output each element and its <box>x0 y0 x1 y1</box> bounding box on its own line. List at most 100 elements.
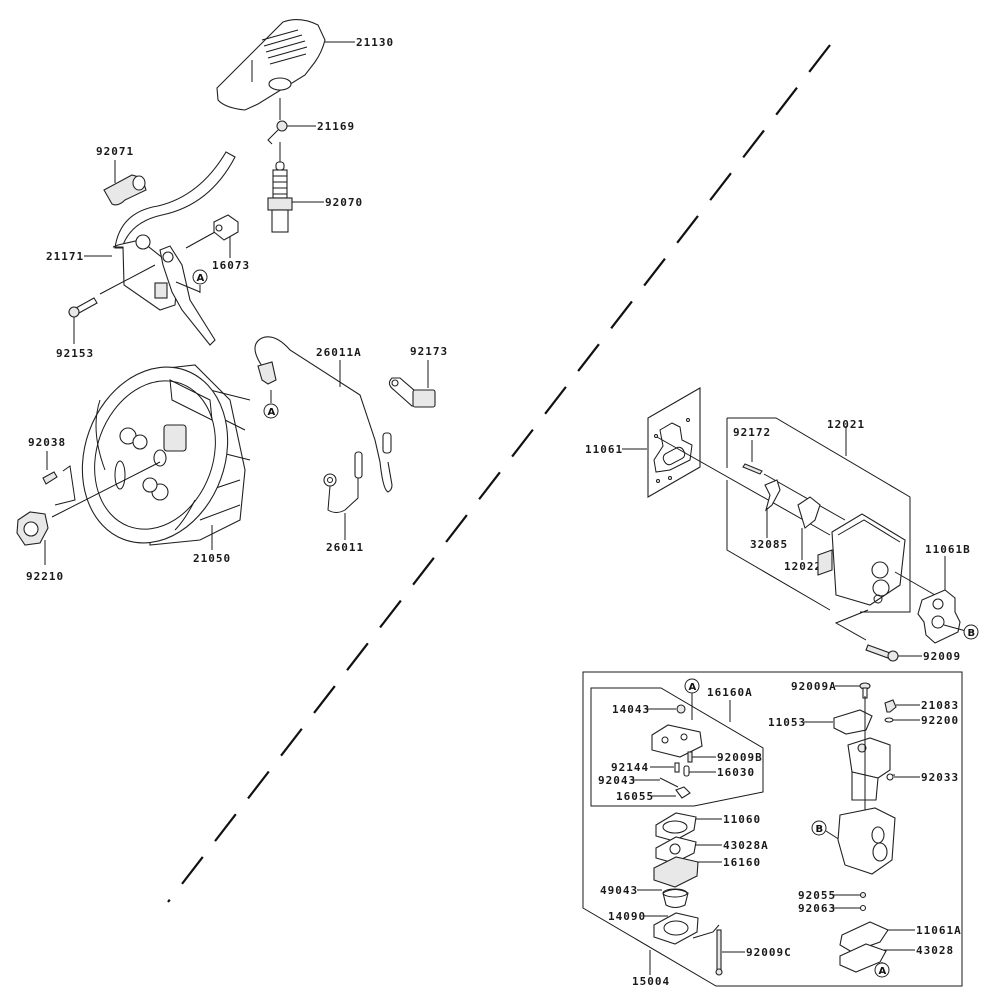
part-21130-plug-cap[interactable] <box>216 19 326 111</box>
label-12021: 12021 <box>827 418 865 431</box>
part-32085-bracket[interactable] <box>764 479 781 512</box>
part-21169-terminal[interactable] <box>267 120 288 145</box>
label-92153: 92153 <box>56 347 94 360</box>
label-21083: 21083 <box>921 699 959 712</box>
part-43028A-gasket[interactable] <box>655 836 697 864</box>
part-49043-cup[interactable] <box>662 888 689 909</box>
label-92009C: 92009C <box>746 946 792 959</box>
label-92009B: 92009B <box>717 751 763 764</box>
pump-subassembly-outline <box>590 687 764 807</box>
label-21171: 21171 <box>46 250 84 263</box>
part-11060-diaphragm[interactable] <box>655 812 697 842</box>
part-16073-collar[interactable] <box>213 214 239 241</box>
ref-marker-a-pump: A <box>684 678 700 694</box>
svg-text:B: B <box>816 824 824 835</box>
part-92055-nut[interactable] <box>859 891 867 899</box>
part-92063-washer[interactable] <box>859 904 867 912</box>
part-11061-gasket[interactable] <box>647 387 701 498</box>
carburetor-outline <box>582 671 963 987</box>
label-49043: 49043 <box>600 884 638 897</box>
label-92070: 92070 <box>325 196 363 209</box>
part-92144-spring[interactable] <box>674 762 680 773</box>
part-11061B-gasket[interactable] <box>917 589 961 644</box>
label-92009A: 92009A <box>791 680 837 693</box>
label-92210: 92210 <box>26 570 64 583</box>
part-carburetor-lower-body[interactable] <box>837 807 896 875</box>
label-92144: 92144 <box>611 761 649 774</box>
label-92063: 92063 <box>798 902 836 915</box>
part-92210-nut[interactable] <box>16 511 49 546</box>
part-cylinder-block[interactable] <box>817 513 906 606</box>
label-92200: 92200 <box>921 714 959 727</box>
label-11060: 11060 <box>723 813 761 826</box>
label-92043: 92043 <box>598 774 636 787</box>
part-11053-throttle-lever[interactable] <box>833 709 873 735</box>
label-21169: 21169 <box>317 120 355 133</box>
label-92173: 92173 <box>410 345 448 358</box>
label-26011A: 26011A <box>316 346 362 359</box>
label-16160A: 16160A <box>707 686 753 699</box>
part-21171-ignition-coil[interactable] <box>112 151 236 346</box>
part-92033-clip[interactable] <box>886 773 894 781</box>
divider-dashed-line <box>167 44 831 903</box>
label-92071: 92071 <box>96 145 134 158</box>
label-16055: 16055 <box>616 790 654 803</box>
ref-marker-a-carb: A <box>874 962 890 978</box>
part-11061A-gasket[interactable] <box>839 921 889 953</box>
part-92200-washer[interactable] <box>884 717 894 723</box>
part-43028-diaphragm[interactable] <box>839 943 887 973</box>
label-92033: 92033 <box>921 771 959 784</box>
label-21050: 21050 <box>193 552 231 565</box>
part-92009B-screw[interactable] <box>687 751 693 763</box>
label-11061B: 11061B <box>925 543 971 556</box>
label-16160: 16160 <box>723 856 761 869</box>
part-92009C-screw[interactable] <box>715 929 723 976</box>
svg-text:B: B <box>968 628 976 639</box>
label-26011: 26011 <box>326 541 364 554</box>
ref-marker-a-lead: A <box>263 403 279 419</box>
label-16030: 16030 <box>717 766 755 779</box>
part-carburetor-body[interactable] <box>847 737 891 801</box>
part-92009A-screw[interactable] <box>859 682 871 699</box>
part-16055-lever[interactable] <box>675 786 691 799</box>
label-11053: 11053 <box>768 716 806 729</box>
svg-text:A: A <box>197 273 205 284</box>
svg-text:A: A <box>268 407 276 418</box>
part-92038-key[interactable] <box>42 471 58 485</box>
part-26011-lead-wire[interactable] <box>323 451 363 513</box>
label-11061: 11061 <box>585 443 623 456</box>
label-16073: 16073 <box>212 259 250 272</box>
svg-text:A: A <box>879 966 887 977</box>
label-15004: 15004 <box>632 975 670 988</box>
label-32085: 32085 <box>750 538 788 551</box>
ref-marker-b-gasket: B <box>963 624 979 640</box>
part-16030-needle[interactable] <box>683 765 690 777</box>
label-21130: 21130 <box>356 36 394 49</box>
part-92173-clamp[interactable] <box>388 377 436 408</box>
part-pump-body[interactable] <box>651 704 703 758</box>
part-16160-pump[interactable] <box>653 856 699 888</box>
ref-marker-a-coil: A <box>192 269 208 285</box>
ref-marker-b-carb: B <box>811 820 827 836</box>
part-12022-plate[interactable] <box>797 496 821 529</box>
part-92071-boot[interactable] <box>103 174 147 206</box>
label-14090: 14090 <box>608 910 646 923</box>
label-92055: 92055 <box>798 889 836 902</box>
part-26011A-lead-wire[interactable] <box>254 336 393 493</box>
part-92172-screw[interactable] <box>742 463 763 475</box>
svg-text:A: A <box>689 682 697 693</box>
label-92009: 92009 <box>923 650 961 663</box>
label-43028A: 43028A <box>723 839 769 852</box>
label-11061A: 11061A <box>916 924 962 937</box>
part-92070-spark-plug[interactable] <box>267 161 293 233</box>
label-12022: 12022 <box>784 560 822 573</box>
part-14090-cover[interactable] <box>653 912 699 945</box>
label-14043: 14043 <box>612 703 650 716</box>
part-21050-flywheel[interactable] <box>58 346 251 563</box>
part-92043-pin[interactable] <box>659 777 679 788</box>
part-92009-bolt[interactable] <box>865 644 899 662</box>
part-21083-screw[interactable] <box>884 699 897 713</box>
part-92153-bolt[interactable] <box>68 297 98 318</box>
label-43028: 43028 <box>916 944 954 957</box>
